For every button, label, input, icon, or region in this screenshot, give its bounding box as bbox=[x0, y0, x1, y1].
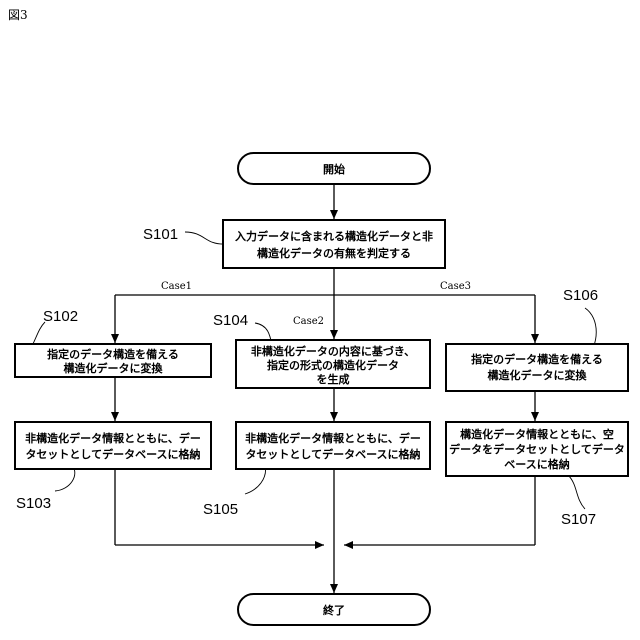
s104-text-line3: を生成 bbox=[317, 372, 350, 386]
step-label-s107: S107 bbox=[561, 511, 596, 528]
s107-text-line2: データをデータセットとしてデータ bbox=[449, 442, 625, 456]
s102-text-line1: 指定のデータ構造を備える bbox=[47, 347, 179, 361]
s106-text-line1: 指定のデータ構造を備える bbox=[471, 352, 603, 366]
s105-text-line1: 非構造化データ情報とともに、デー bbox=[245, 431, 421, 445]
s104-text-line2: 指定の形式の構造化データ bbox=[267, 358, 399, 372]
s104-text-line1: 非構造化データの内容に基づき、 bbox=[251, 344, 415, 358]
process-s101: 入力データに含まれる構造化データと非 構造化データの有無を判定する bbox=[223, 220, 445, 268]
s101-text-line1: 入力データに含まれる構造化データと非 bbox=[235, 229, 433, 243]
process-s102: 指定のデータ構造を備える 構造化データに変換 bbox=[15, 344, 211, 377]
step-label-s106: S106 bbox=[563, 287, 598, 304]
start-node: 開始 bbox=[238, 153, 430, 184]
s107-text-line3: ベースに格納 bbox=[504, 457, 569, 471]
process-s103: 非構造化データ情報とともに、デー タセットとしてデータベースに格納 bbox=[15, 422, 211, 469]
start-label: 開始 bbox=[323, 162, 345, 176]
case-label-3: Case3 bbox=[440, 281, 471, 292]
end-label: 終了 bbox=[323, 603, 345, 617]
process-s105: 非構造化データ情報とともに、デー タセットとしてデータベースに格納 bbox=[236, 422, 430, 469]
s101-text-line2: 構造化データの有無を判定する bbox=[257, 246, 411, 260]
s102-text-line2: 構造化データに変換 bbox=[64, 361, 164, 375]
step-label-s103: S103 bbox=[16, 495, 51, 512]
case-label-1: Case1 bbox=[161, 281, 192, 292]
s105-text-line2: タセットとしてデータベースに格納 bbox=[245, 447, 420, 461]
s106-text-line2: 構造化データに変換 bbox=[488, 368, 588, 382]
s107-text-line1: 構造化データ情報とともに、空 bbox=[460, 427, 614, 441]
case-label-2: Case2 bbox=[293, 316, 324, 327]
end-node: 終了 bbox=[238, 594, 430, 625]
step-label-s104: S104 bbox=[213, 312, 248, 329]
process-s106: 指定のデータ構造を備える 構造化データに変換 bbox=[446, 344, 628, 391]
step-label-s105: S105 bbox=[203, 501, 238, 518]
s103-text-line1: 非構造化データ情報とともに、デー bbox=[25, 431, 201, 445]
step-label-s102: S102 bbox=[43, 308, 78, 325]
process-s104: 非構造化データの内容に基づき、 指定の形式の構造化データ を生成 bbox=[236, 340, 430, 388]
s103-text-line2: タセットとしてデータベースに格納 bbox=[25, 447, 200, 461]
process-s107: 構造化データ情報とともに、空 データをデータセットとしてデータ ベースに格納 bbox=[446, 422, 628, 476]
step-label-s101: S101 bbox=[143, 226, 178, 243]
